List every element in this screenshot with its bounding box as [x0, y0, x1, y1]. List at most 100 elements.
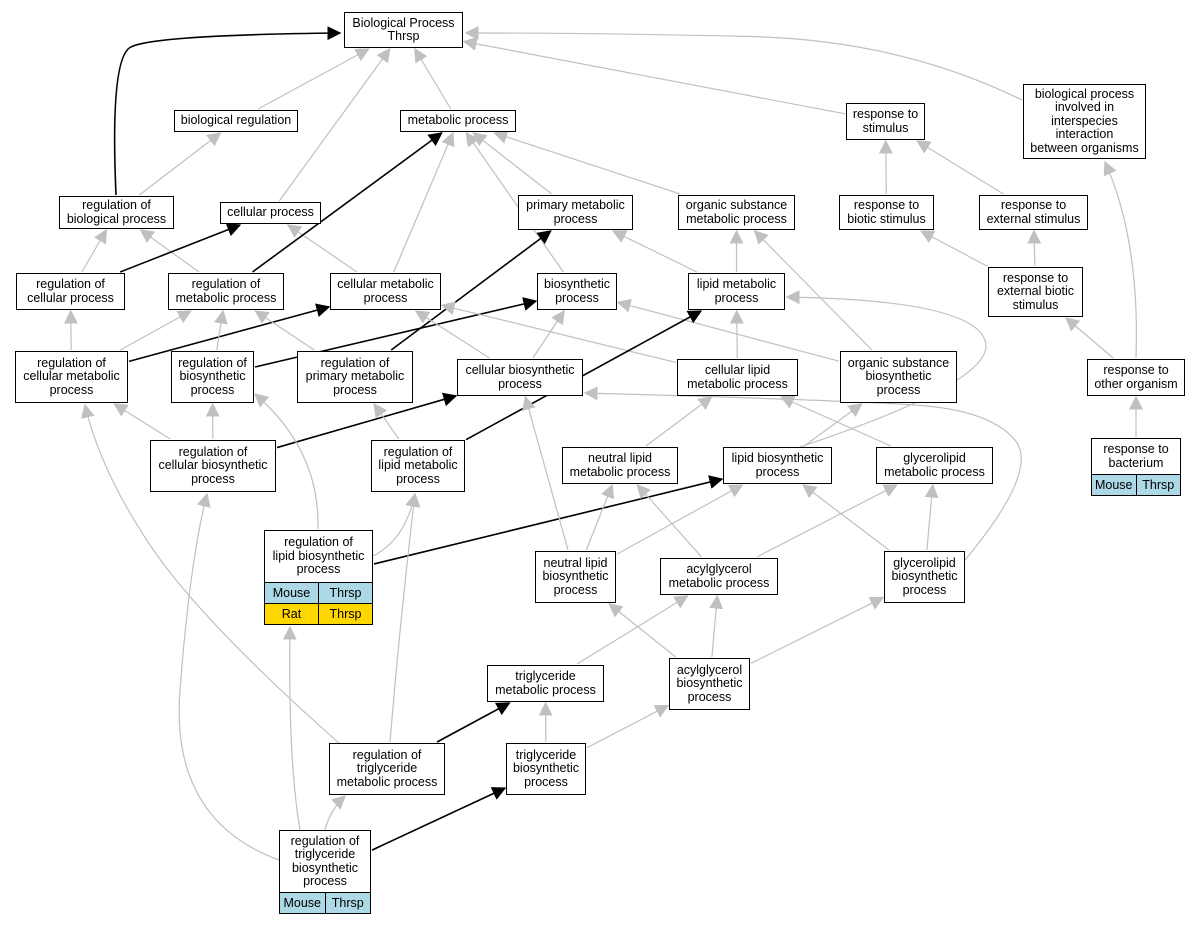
- go-term-orgsubbiosynth[interactable]: organic substance biosynthetic process: [840, 351, 957, 403]
- regulates-edge-regmetab-to-metab: [252, 132, 443, 273]
- go-term-lipidmetab[interactable]: lipid metabolic process: [688, 273, 785, 310]
- go-term-label: organic substance metabolic process: [685, 198, 788, 226]
- is-a-edge-interspecies-to-bp: [464, 26, 1023, 101]
- go-term-regcell[interactable]: regulation of cellular process: [16, 273, 125, 310]
- is-a-edge-cellbiosynth-to-cellmetab: [414, 310, 490, 359]
- gene-cell: Thrsp: [1135, 475, 1181, 495]
- go-term-label: regulation of biosynthetic process: [178, 355, 247, 397]
- go-term-celllipidmetab[interactable]: cellular lipid metabolic process: [677, 359, 798, 396]
- go-term-regprimmetab[interactable]: regulation of primary metabolic process: [297, 351, 413, 403]
- edges-layer: [63, 26, 1143, 861]
- is-a-edge-lipidmetab-to-primmetab: [611, 230, 698, 273]
- is-a-edge-cellmetab-to-cellproc: [286, 224, 358, 273]
- is-a-edge-regtrigmetab-to-reglipidmetab: [389, 492, 421, 743]
- go-term-regbio[interactable]: regulation of biological process: [59, 196, 174, 229]
- go-term-interspecies[interactable]: biological process involved in interspec…: [1023, 84, 1146, 159]
- go-term-orgsubmetab[interactable]: organic substance metabolic process: [678, 195, 795, 230]
- go-term-biotic[interactable]: response to biotic stimulus: [839, 195, 934, 230]
- go-term-label: Biological Process Thrsp: [352, 15, 455, 43]
- go-term-trigbiosynth[interactable]: triglyceride biosynthetic process: [506, 743, 586, 795]
- go-term-label: metabolic process: [407, 113, 509, 128]
- is-a-edge-glycerolipidbiosynth-to-lipidbiosynth: [802, 484, 890, 551]
- regulates-edge-regcell-to-cellproc: [119, 223, 242, 273]
- is-a-edge-reglipidbiosynth-to-regbiosynth: [253, 393, 319, 530]
- is-a-edge-acylglycerolbiosynth-to-acylglycerolmetab: [709, 594, 724, 658]
- go-term-label: glycerolipid metabolic process: [884, 451, 985, 479]
- go-term-regbiosynth[interactable]: regulation of biosynthetic process: [171, 351, 254, 403]
- go-term-label: response to other organism: [1094, 363, 1178, 391]
- go-term-regcellbiosynth[interactable]: regulation of cellular biosynthetic proc…: [150, 440, 276, 492]
- go-term-label: regulation of metabolic process: [175, 277, 277, 305]
- is-a-edge-glycerolipidbiosynth-to-cellbiosynth: [583, 386, 1022, 561]
- go-term-reglipidmetab[interactable]: regulation of lipid metabolic process: [371, 440, 465, 492]
- is-a-edge-biotic-to-resp: [878, 139, 893, 195]
- go-term-regmetab[interactable]: regulation of metabolic process: [168, 273, 284, 310]
- go-term-resp[interactable]: response to stimulus: [846, 103, 925, 140]
- is-a-edge-glycerolipidmetab-to-celllipidmetab: [779, 395, 892, 447]
- go-term-reglipidbiosynth[interactable]: regulation of lipid biosynthetic process…: [264, 530, 373, 625]
- is-a-edge-cellbiosynth-to-biosynth: [532, 309, 565, 359]
- is-a-edge-cellmetab-to-metab: [393, 131, 455, 273]
- go-term-neutlipidmetab[interactable]: neutral lipid metabolic process: [562, 447, 678, 484]
- go-term-primmetab[interactable]: primary metabolic process: [518, 195, 633, 230]
- go-term-label: response to external biotic stimulus: [996, 270, 1075, 312]
- is-a-edge-bioreg-to-bp: [257, 48, 370, 110]
- go-term-label: triglyceride biosynthetic process: [512, 747, 579, 789]
- go-term-trigmetab[interactable]: triglyceride metabolic process: [487, 665, 604, 702]
- go-term-label: lipid biosynthetic process: [731, 451, 824, 479]
- go-term-cellmetab[interactable]: cellular metabolic process: [330, 273, 441, 310]
- is-a-edge-celllipidmetab-to-cellmetab: [440, 301, 677, 364]
- is-a-edge-trigbiosynth-to-acylglycerolbiosynth: [586, 704, 670, 749]
- go-term-bp[interactable]: Biological Process Thrsp: [344, 12, 463, 48]
- is-a-edge-regbiosynth-to-regmetab: [214, 309, 228, 351]
- go-term-acylglycerolbiosynth[interactable]: acylglycerol biosynthetic process: [669, 658, 750, 710]
- is-a-edge-regprimmetab-to-regmetab: [254, 310, 315, 351]
- regulates-edge-regprimmetab-to-primmetab: [390, 230, 552, 351]
- is-a-edge-acylglycerolmetab-to-neutlipidmetab: [636, 483, 703, 558]
- go-term-neutlipidbiosynth[interactable]: neutral lipid biosynthetic process: [535, 551, 616, 603]
- go-term-bioreg[interactable]: biological regulation: [174, 110, 298, 132]
- is-a-edge-lipidbiosynth-to-lipidmetab: [785, 290, 987, 448]
- is-a-edge-biosynth-to-metab: [465, 131, 564, 273]
- go-term-external[interactable]: response to external stimulus: [979, 195, 1088, 230]
- go-term-regtrigbiosynth[interactable]: regulation of triglyceride biosynthetic …: [279, 830, 371, 914]
- is-a-edge-neutlipidbiosynth-to-neutlipidmetab: [585, 483, 615, 551]
- is-a-edge-glycerolipidbiosynth-to-glycerolipidmetab: [924, 483, 939, 551]
- is-a-edge-external-to-resp: [916, 140, 1004, 195]
- is-a-edge-regtrigbiosynth-to-regcellbiosynth: [178, 492, 280, 861]
- is-a-edge-neutlipidmetab-to-celllipidmetab: [645, 396, 713, 447]
- species-cell: Mouse: [272, 586, 311, 600]
- is-a-edge-orgsubbiosynth-to-biosynth: [616, 298, 840, 362]
- is-a-edge-resp-to-bp: [462, 36, 846, 115]
- go-term-label: organic substance biosynthetic process: [847, 355, 950, 397]
- is-a-edge-regcellbiosynth-to-regcellmetab: [113, 403, 171, 440]
- go-term-biosynth[interactable]: biosynthetic process: [537, 273, 617, 310]
- regulates-edge-regtrigbiosynth-to-trigbiosynth: [371, 787, 507, 851]
- go-term-metab[interactable]: metabolic process: [400, 110, 516, 132]
- go-term-extbiotic[interactable]: response to external biotic stimulus: [988, 267, 1083, 317]
- go-term-cellbiosynth[interactable]: cellular biosynthetic process: [457, 359, 583, 396]
- regulates-edge-reglipidbiosynth-to-lipidbiosynth: [373, 475, 724, 565]
- go-term-cellproc[interactable]: cellular process: [220, 202, 321, 224]
- go-term-acylglycerolmetab[interactable]: acylglycerol metabolic process: [660, 558, 778, 595]
- go-term-label: regulation of cellular metabolic process: [23, 355, 120, 397]
- go-term-regtrigmetab[interactable]: regulation of triglyceride metabolic pro…: [329, 743, 445, 795]
- go-term-glycerolipidbiosynth[interactable]: glycerolipid biosynthetic process: [884, 551, 965, 603]
- is-a-edge-extbiotic-to-biotic: [919, 230, 988, 267]
- go-term-glycerolipidmetab[interactable]: glycerolipid metabolic process: [876, 447, 993, 484]
- is-a-edge-neutlipidbiosynth-to-cellbiosynth: [522, 395, 569, 551]
- regulates-edge-regcellmetab-to-cellmetab: [128, 303, 331, 363]
- go-term-lipidbiosynth[interactable]: lipid biosynthetic process: [723, 447, 832, 484]
- regulates-edge-regbio-to-bp: [113, 26, 342, 196]
- go-term-label: response to external stimulus: [986, 198, 1081, 226]
- species-cell: Mouse: [1094, 478, 1133, 492]
- go-term-regcellmetab[interactable]: regulation of cellular metabolic process: [15, 351, 128, 403]
- go-term-otherorg[interactable]: response to other organism: [1087, 359, 1185, 396]
- is-a-edge-regbio-to-bioreg: [138, 132, 222, 196]
- go-term-label: regulation of triglyceride biosynthetic …: [290, 833, 360, 888]
